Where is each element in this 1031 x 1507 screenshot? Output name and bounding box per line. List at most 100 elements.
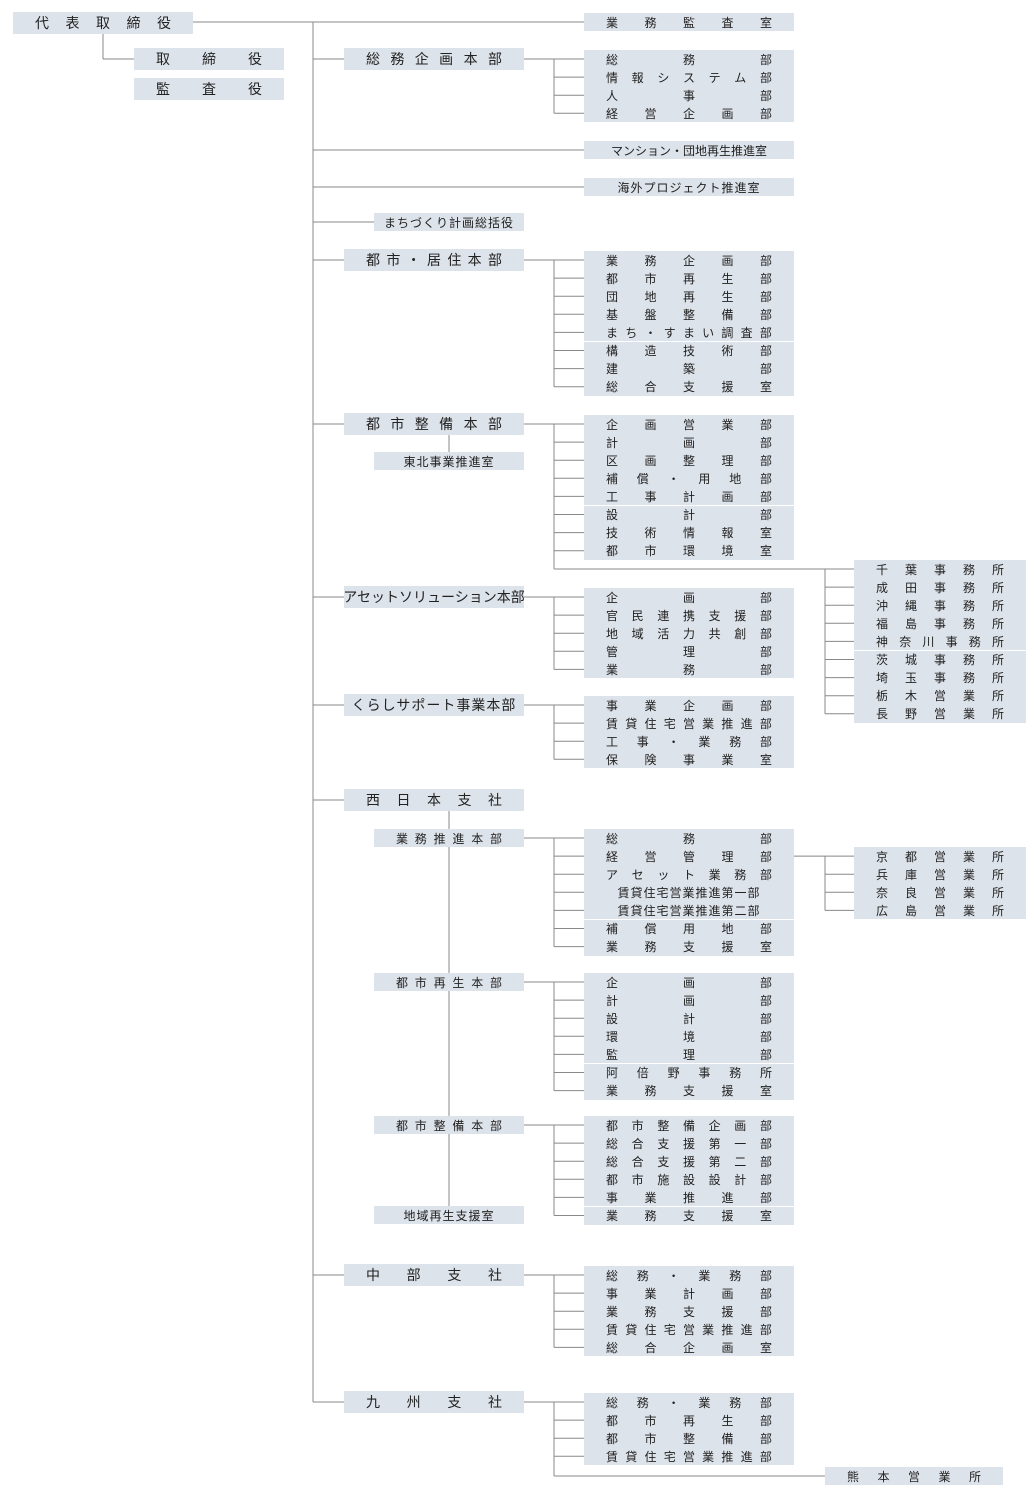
regional-office-box: 栃木営業所栃木営業所	[854, 686, 1026, 705]
org-unit-char: 部	[759, 590, 772, 605]
department-box: 総合支援第二部総合支援第二部	[584, 1152, 794, 1171]
org-unit-char: 整	[682, 307, 695, 322]
department-box: 技術情報室技術情報室	[584, 523, 794, 542]
org-unit-char: 営	[907, 1469, 920, 1484]
org-unit-char: 事	[606, 698, 619, 713]
org-unit-char: 社	[487, 1395, 502, 1411]
org-unit-char: 市	[414, 1118, 427, 1133]
org-unit-char: 理	[721, 849, 734, 864]
org-unit-char: 部	[406, 1268, 421, 1284]
org-unit-char: 援	[721, 1084, 734, 1099]
org-unit-char: 玉	[904, 671, 917, 686]
org-unit-char: 補	[606, 471, 619, 486]
org-unit-label: アセットソリューション本部	[343, 590, 525, 606]
org-unit-char: ま	[682, 325, 695, 340]
org-unit-char: 一	[734, 1136, 747, 1151]
org-unit-char: 総	[606, 52, 619, 67]
org-unit-char: 画	[439, 52, 454, 68]
org-unit-char: 福	[876, 616, 889, 631]
org-unit-char: 業	[938, 1469, 951, 1484]
regional-office-box: 長野営業所長野営業所	[854, 704, 1026, 723]
org-unit-char: 事	[606, 1190, 619, 1205]
org-unit-char: ス	[682, 70, 695, 85]
org-unit-char: 情	[606, 70, 619, 85]
mansion-office-box: マンション・団地再生推進室	[584, 141, 794, 159]
org-unit-char: 市	[644, 544, 657, 559]
org-unit-char: 部	[759, 417, 772, 432]
org-unit-char: 市	[644, 1413, 657, 1428]
org-unit-char: 支	[682, 1304, 695, 1319]
org-unit-char: 工	[606, 489, 619, 504]
org-unit-char: 部	[487, 52, 502, 68]
regional-office-box: 神奈川事務所神奈川事務所	[854, 632, 1026, 651]
org-unit-char: 所	[991, 867, 1004, 882]
org-unit-char: 理	[721, 453, 734, 468]
org-unit-char: 業	[698, 1395, 711, 1410]
org-unit-char: 阿	[606, 1066, 619, 1080]
org-unit-char: 貸	[625, 1322, 638, 1337]
org-unit-char: 事	[682, 752, 695, 767]
org-unit-char: 計	[682, 489, 695, 504]
org-unit-char: 役	[157, 16, 171, 32]
department-box: 賃貸住宅営業推進部賃貸住宅営業推進部	[584, 714, 794, 733]
org-unit-char: 役	[248, 82, 262, 98]
org-unit-char: 援	[682, 1136, 695, 1151]
org-unit-char: 再	[682, 289, 695, 304]
org-unit-char: 営	[682, 417, 695, 432]
org-unit-char: 本	[463, 52, 478, 68]
division-box: 都市整備本部都市整備本部	[374, 1116, 524, 1134]
department-box: 都市環境室都市環境室	[584, 541, 794, 560]
org-unit-char: 市	[644, 1431, 657, 1446]
org-unit-char: 技	[606, 526, 619, 541]
org-unit-char: 務	[644, 1084, 657, 1099]
org-unit-char: 人	[606, 88, 619, 103]
org-unit-char: 進	[740, 1449, 753, 1464]
org-unit-char: セ	[631, 867, 644, 882]
org-unit-char: 部	[759, 644, 772, 659]
org-unit-char: ・	[667, 471, 680, 486]
org-unit-char: 調	[721, 325, 734, 340]
department-box: 総務部総務部	[584, 50, 794, 68]
org-unit-char: 業	[962, 849, 975, 864]
org-unit-char: 援	[721, 380, 734, 395]
org-unit-char: 務	[636, 1268, 649, 1283]
org-unit-char: 部	[489, 1118, 502, 1133]
org-unit-char: 室	[759, 380, 772, 395]
org-unit-char: 地	[606, 626, 619, 641]
org-unit-char: 務	[644, 1209, 657, 1223]
org-unit-char: 携	[682, 608, 695, 623]
org-unit-char: 推	[433, 831, 446, 846]
org-unit-char: 術	[644, 526, 657, 541]
org-unit-char: 備	[682, 1118, 695, 1133]
org-unit-char: 合	[631, 1154, 644, 1169]
org-unit-char: 理	[682, 644, 695, 659]
org-unit-char: 部	[759, 626, 772, 641]
org-unit-char: 城	[904, 653, 917, 667]
org-unit-char: 整	[682, 453, 695, 468]
org-unit-char: 管	[682, 849, 695, 864]
org-unit-char: 事	[933, 671, 946, 686]
regional-office-box: 埼玉事務所埼玉事務所	[854, 668, 1026, 687]
org-unit-char: 償	[636, 471, 649, 486]
org-unit-char: 部	[759, 1154, 772, 1169]
org-unit-char: 生	[721, 289, 734, 304]
org-unit-char: 業	[606, 1084, 619, 1099]
org-unit-char: 画	[721, 253, 734, 268]
org-unit-char: 連	[657, 608, 670, 623]
regional-office-box: 千葉事務所千葉事務所	[854, 560, 1026, 578]
org-unit-char: 本	[463, 417, 478, 433]
org-unit-char: 力	[682, 626, 695, 641]
department-box: 人事部人事部	[584, 86, 794, 105]
org-unit-char: 支	[447, 1395, 462, 1411]
org-unit-char: 所	[759, 1066, 772, 1080]
org-unit-char: 支	[708, 608, 721, 623]
org-unit-char: 本	[471, 831, 484, 846]
org-unit-char: 境	[682, 1029, 695, 1044]
org-unit-char: 良	[904, 885, 917, 900]
org-unit-char: 合	[644, 1340, 657, 1355]
org-unit-char: す	[663, 325, 676, 340]
org-unit-char: 務	[962, 671, 975, 686]
